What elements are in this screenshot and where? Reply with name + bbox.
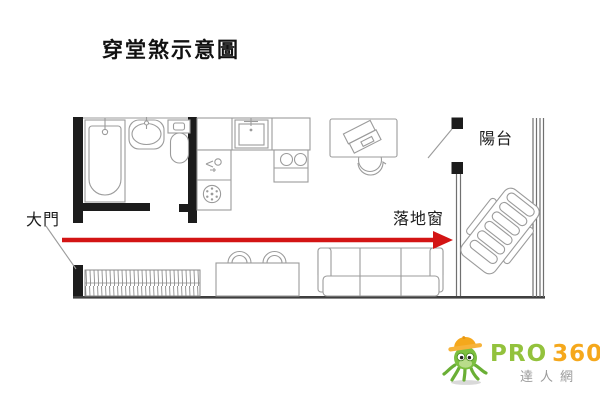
stove — [273, 149, 309, 183]
logo-text-360: 360 — [552, 341, 600, 367]
logo-text-pro: PRO — [490, 341, 548, 367]
left-wall-upper — [73, 117, 83, 223]
walls — [73, 117, 197, 298]
bathroom-kitchen-divider — [188, 117, 197, 223]
left-wall-lower — [73, 265, 83, 298]
french-window-glass — [455, 174, 462, 296]
kitchen-sink — [234, 118, 269, 149]
lounge-chair — [460, 187, 540, 275]
dining-table — [215, 262, 300, 297]
open-door-leaf — [427, 128, 453, 159]
bathroom-south-wall — [73, 203, 150, 211]
bathtub — [84, 118, 126, 203]
dining-set — [215, 251, 300, 297]
kitchen-counter — [196, 117, 311, 211]
dining-chair — [262, 251, 287, 264]
shoe-cabinet — [84, 269, 201, 297]
desk — [329, 118, 398, 158]
dining-chair — [227, 251, 252, 264]
draft-flow-arrow — [62, 231, 453, 249]
octopus-mascot-icon — [442, 336, 488, 385]
label-french-window: 落地窗 — [393, 209, 445, 228]
laptop-icon — [342, 119, 382, 154]
diagram-title: 穿堂煞示意圖 — [102, 38, 240, 62]
burner-fan-icon — [202, 184, 222, 204]
desk-area — [329, 118, 398, 176]
balcony-door — [427, 117, 463, 174]
main-door-leader-line — [45, 225, 77, 270]
label-balcony: 陽台 — [479, 129, 514, 148]
small-appliance-icon — [205, 158, 222, 172]
bathroom-sink — [128, 117, 165, 150]
door-post-top — [451, 117, 463, 129]
bottom-wall — [73, 296, 545, 299]
bathroom-door-stub — [179, 204, 197, 212]
door-post-mid — [451, 162, 463, 174]
toilet — [167, 119, 191, 164]
logo-subtitle: 達人網 — [520, 370, 581, 385]
label-main-door: 大門 — [26, 210, 61, 229]
sofa — [317, 247, 444, 297]
